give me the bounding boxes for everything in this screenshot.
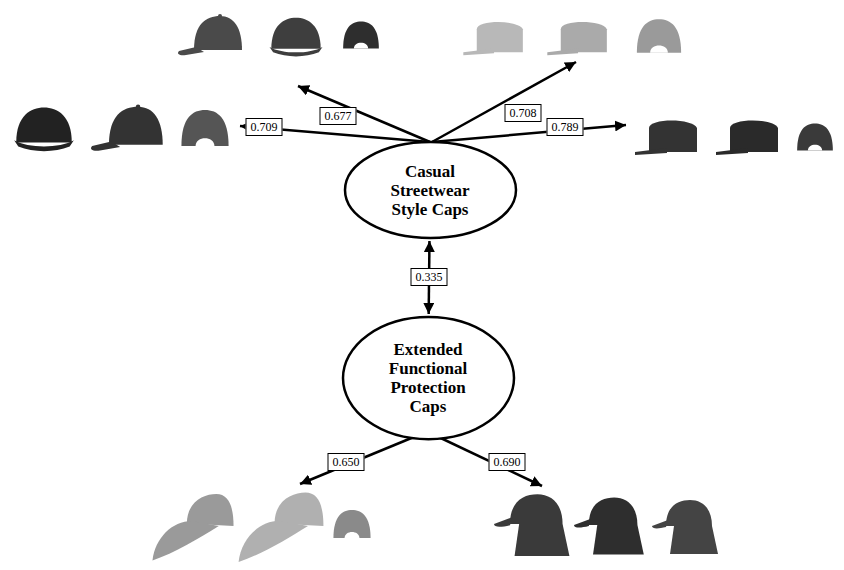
loading-arrow	[432, 125, 626, 142]
loading-value: 0.690	[489, 453, 526, 471]
cap-picture	[269, 18, 322, 57]
factor-name: Extended Functional Protection Caps	[376, 340, 480, 416]
cap-picture	[333, 510, 370, 538]
cap-picture	[181, 110, 228, 146]
cap-picture	[797, 123, 833, 150]
loading-arrow	[428, 432, 542, 486]
cap-picture	[716, 121, 778, 156]
cap-picture	[91, 104, 163, 150]
loading-value: 0.709	[246, 118, 283, 136]
cap-picture	[637, 19, 681, 53]
cap-picture	[463, 22, 523, 55]
factor-ellipse: Extended Functional Protection Caps	[341, 315, 516, 441]
loading-value: 0.650	[328, 453, 365, 471]
correlation-value: 0.335	[411, 268, 448, 286]
cap-picture	[178, 14, 242, 55]
cap-picture	[494, 494, 569, 556]
factor-ellipse: Casual Streetwear Style Caps	[343, 140, 518, 240]
cap-picture	[343, 21, 379, 48]
cap-picture	[652, 500, 718, 554]
cap-picture	[152, 494, 233, 560]
cap-picture	[574, 498, 644, 555]
factor-name: Casual Streetwear Style Caps	[378, 162, 482, 219]
cap-picture	[635, 121, 697, 156]
ellipse-outline	[345, 142, 516, 238]
cap-picture	[547, 22, 607, 55]
cap-picture	[239, 493, 324, 562]
loading-value: 0.708	[505, 104, 542, 122]
loading-value: 0.677	[320, 107, 357, 125]
loading-value: 0.789	[547, 118, 584, 136]
loading-arrow	[300, 432, 426, 484]
cap-picture	[14, 107, 74, 151]
ellipse-outline	[343, 317, 514, 439]
